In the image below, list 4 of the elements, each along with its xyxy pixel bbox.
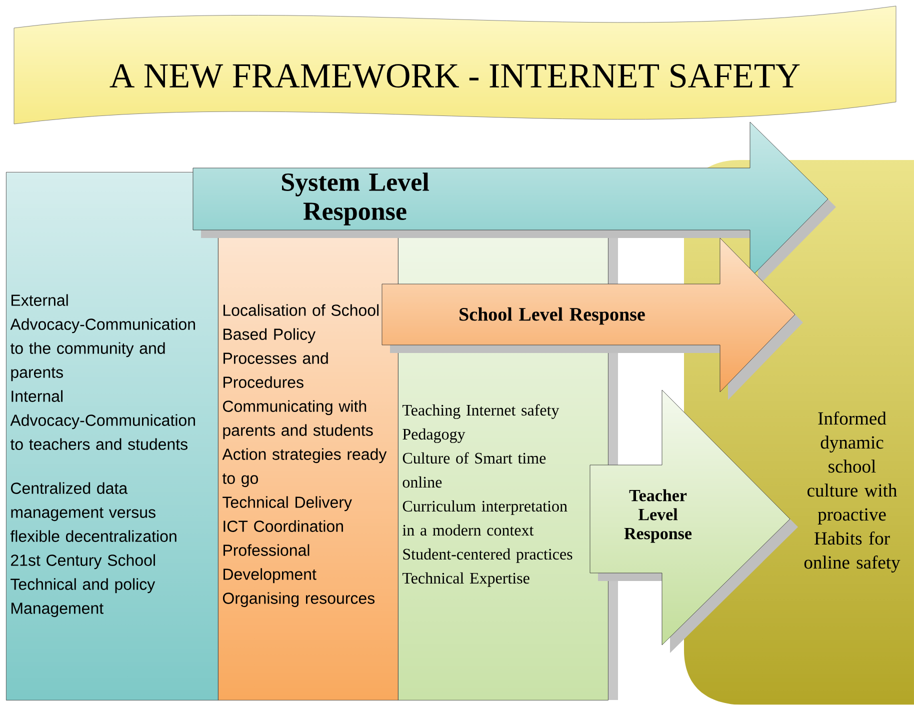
title-banner: A NEW FRAMEWORK - INTERNET SAFETY <box>14 6 896 124</box>
column-box: External Advocacy-Communication to the community and parents Internal Advocacy-Communication to teachers and students Centralized data management versus flexible decentralization 21st Century School Technical and policy Management <box>6 172 218 700</box>
cylinder: Informed dynamic school culture with proactive Habits for online safety <box>804 411 900 572</box>
column-box: Localisation of School Based Policy Processes and Procedures Communicating with parents and students Action strategies ready to go Technical Delivery ICT Coordination Professional Development Organising resources <box>218 230 398 700</box>
